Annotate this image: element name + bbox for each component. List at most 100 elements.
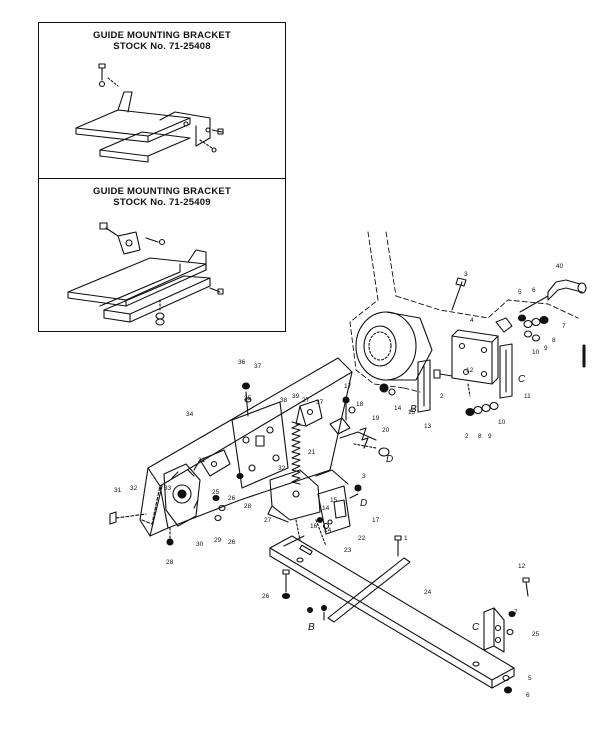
callout-26c: 26 [262, 593, 270, 600]
bolt-3 [451, 277, 467, 311]
callout-8b: 8 [478, 433, 482, 440]
callout-10b: 10 [498, 419, 506, 426]
inset-divider [38, 178, 286, 179]
plate-35 [231, 401, 289, 489]
inset-2-stock-number: STOCK No. 71-25409 [113, 197, 211, 208]
letter-c-upper: C [518, 374, 526, 385]
inset-1-title: GUIDE MOUNTING BRACKET [93, 30, 231, 41]
callout-31: 31 [198, 457, 206, 464]
letter-b-lower: B [308, 622, 315, 633]
letter-b-upper: B [410, 404, 417, 415]
callout-17: 17 [344, 383, 352, 390]
callout-10: 10 [532, 349, 540, 356]
callout-14c: 14 [324, 527, 332, 534]
small-parts-14-16 [316, 484, 362, 530]
callout-17b: 17 [372, 517, 380, 524]
callout-12: 12 [466, 367, 474, 374]
washer-stack-upper [495, 314, 549, 342]
letter-d-lower: D [360, 498, 367, 509]
guide-plate-34 [139, 357, 353, 537]
inset-1-bracket-drawing [75, 63, 224, 163]
callout-30: 30 [196, 541, 204, 548]
callout-34: 34 [186, 411, 194, 418]
callout-26b: 26 [228, 539, 236, 546]
frame-24 [269, 535, 515, 689]
rear-upright-bracket [483, 607, 505, 653]
washer-stack-28 [212, 472, 244, 522]
callout-19: 19 [372, 415, 380, 422]
latch-assembly-22 [315, 469, 351, 535]
callout-37: 37 [254, 363, 262, 370]
callout-24: 24 [424, 589, 432, 596]
callout-labels: 1 2 2 3 3 4 5 5 6 6 7 7 8 8 9 9 10 10 11… [114, 263, 566, 699]
inset-panel [38, 22, 286, 332]
arm-31 [193, 449, 231, 477]
callout-18: 18 [356, 401, 364, 408]
callout-38: 38 [280, 397, 288, 404]
washer-stack-lower [465, 401, 499, 417]
nut-17 [342, 396, 356, 421]
lever-bracket-39 [295, 399, 323, 427]
bolt-31-left [109, 511, 147, 525]
spring-21 [291, 421, 301, 485]
engine-outline [349, 231, 579, 393]
callout-2: 2 [440, 393, 444, 400]
callout-29: 29 [214, 537, 222, 544]
callout-22: 22 [358, 535, 366, 542]
callout-16: 16 [310, 523, 318, 530]
callout-20: 20 [382, 427, 390, 434]
callout-28b: 28 [166, 559, 174, 566]
bolt-36 [241, 382, 252, 417]
letter-c-lower: C [472, 622, 480, 633]
nut-14-upper [379, 383, 396, 396]
letter-d-upper: D [386, 454, 393, 465]
callout-9b: 9 [488, 433, 492, 440]
bolts-bottom-left [306, 604, 328, 621]
nut-29-lower [166, 527, 174, 546]
bolt-1 [394, 535, 402, 557]
callout-14b: 14 [322, 505, 330, 512]
callout-40: 40 [556, 263, 564, 270]
callout-14: 14 [394, 405, 402, 412]
callout-4: 4 [470, 317, 474, 324]
callout-6b: 6 [526, 692, 530, 699]
callout-7b: 7 [514, 609, 518, 616]
callout-6: 6 [532, 287, 536, 294]
callout-31b: 31 [114, 487, 122, 494]
nuts-bottom-right [502, 610, 516, 694]
callout-5: 5 [518, 289, 522, 296]
callout-13: 13 [424, 423, 432, 430]
mounting-plate-upper [451, 329, 499, 385]
callout-3b: 3 [362, 473, 366, 480]
callout-1: 1 [404, 535, 408, 542]
callout-2b: 2 [465, 433, 469, 440]
handle-40 [519, 279, 587, 313]
bolt-26 [281, 569, 291, 600]
callout-32b: 32 [278, 465, 286, 472]
lower-bracket-27 [267, 469, 321, 523]
callout-25: 25 [212, 489, 220, 496]
callout-28: 28 [244, 503, 252, 510]
callout-7: 7 [562, 323, 566, 330]
callout-23: 23 [344, 547, 352, 554]
callout-15b: 15 [330, 497, 338, 504]
inset-1-stock-number: STOCK No. 71-25408 [113, 41, 211, 52]
inset-2-title: GUIDE MOUNTING BRACKET [93, 186, 231, 197]
callout-11: 11 [524, 393, 531, 400]
cross-bar [327, 557, 411, 623]
callout-3: 3 [464, 271, 468, 278]
callout-35: 35 [244, 395, 252, 402]
callout-25b: 25 [532, 631, 540, 638]
callout-33: 33 [164, 485, 172, 492]
callout-9: 9 [544, 345, 548, 352]
callout-26: 26 [228, 495, 236, 502]
callout-5b: 5 [528, 675, 532, 682]
side-bracket-11 [499, 343, 513, 399]
callout-32: 32 [130, 485, 138, 492]
inset-2-bracket-drawing [67, 222, 224, 326]
callout-8: 8 [552, 337, 556, 344]
bolt-12 [433, 369, 453, 379]
gear-plate-30 [163, 463, 201, 527]
callout-36: 36 [238, 359, 246, 366]
